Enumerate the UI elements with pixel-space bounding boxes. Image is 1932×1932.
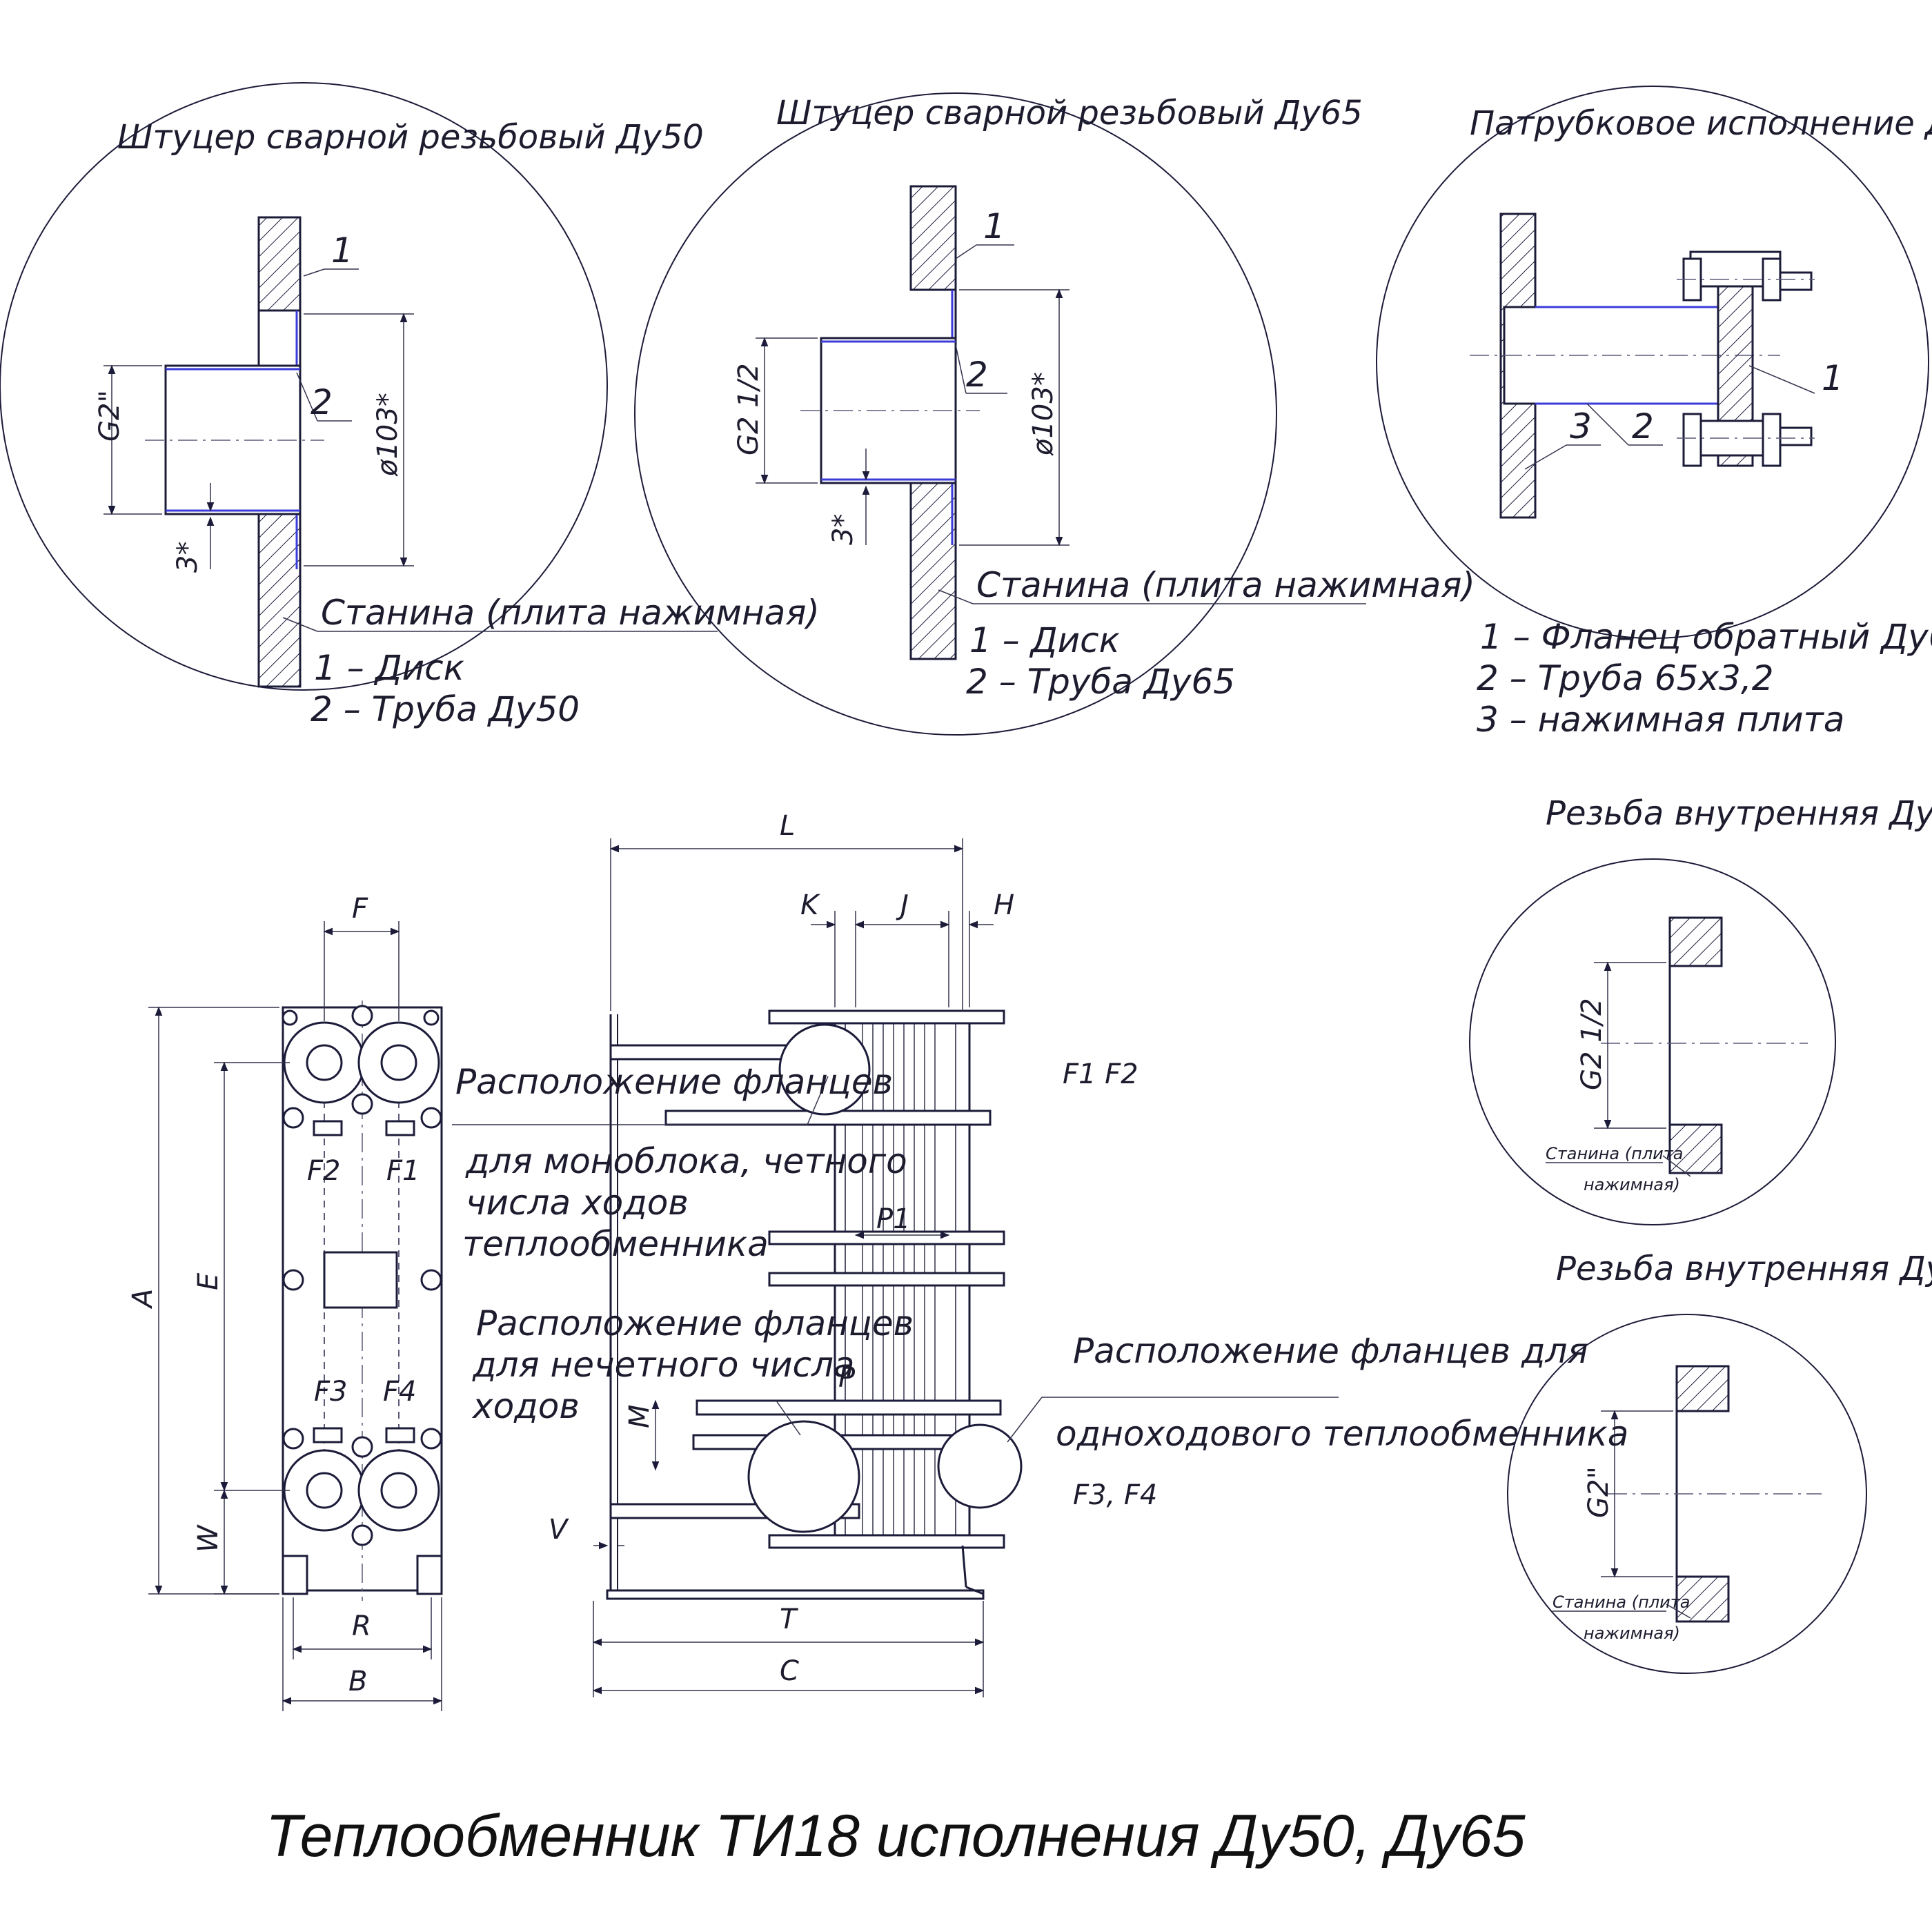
callout-2-b: 2 <box>966 355 988 395</box>
dim-T: T <box>780 1604 799 1635</box>
detail-du50-title: Штуцер сварной резьбовый Ду50 <box>117 118 704 157</box>
label-frame-50b: нажимная) <box>1584 1624 1680 1643</box>
label-frame-65a: Станина (плита <box>1546 1144 1683 1163</box>
main-title: Теплообменник ТИ18 исполнения Ду50, Ду65 <box>266 1803 1526 1869</box>
legend-pressure-plate: 3 – нажимная плита <box>1477 700 1844 740</box>
dim-diameter-103-b: ø103* <box>1027 372 1059 456</box>
detail-thread50-title: Резьба внутренняя Ду50 <box>1556 1250 1932 1288</box>
note-single-1: Расположение фланцев для <box>1073 1331 1588 1371</box>
callout-2: 2 <box>310 382 333 422</box>
side-view: F1 F2 F3, F4 L K J H P1 M P V T C <box>452 810 1339 1697</box>
legend-disk: 1 – Диск <box>314 648 464 688</box>
detail-du50-circle <box>0 82 608 691</box>
note-mono-3: числа ходов <box>466 1183 689 1223</box>
frame-label-b: Станина (плита нажимная) <box>976 565 1475 605</box>
callout-flange: 1 <box>1822 358 1844 398</box>
detail-thread65-circle <box>1469 858 1836 1225</box>
callout-pipe: 2 <box>1632 406 1654 446</box>
note-odd-3: ходов <box>471 1386 580 1426</box>
note-single-2: одноходового теплообменника <box>1056 1414 1628 1454</box>
dim-W: W <box>193 1524 224 1552</box>
detail-thread50-circle <box>1507 1314 1867 1674</box>
callout-1: 1 <box>331 230 353 270</box>
port-label-top: F1 F2 <box>1063 1058 1138 1090</box>
dim-thread-g2: G2" <box>94 390 126 442</box>
dim-thread65: G2 1/2 <box>1576 998 1608 1090</box>
detail-nozzle: Патрубковое исполнение Ду65 1 2 3 1 – Фл… <box>1376 86 1932 740</box>
dim-P: P <box>838 1362 856 1394</box>
dim-V: V <box>549 1514 569 1546</box>
detail-thread65: Резьба внутренняя Ду65 G2 1/2 Станина (п… <box>1469 794 1932 1225</box>
dim-diameter-103: ø103* <box>372 393 404 477</box>
label-frame-50a: Станина (плита <box>1552 1593 1690 1612</box>
dim-A: A <box>127 1289 159 1310</box>
callout-1-b: 1 <box>983 206 1005 246</box>
dim-R: R <box>352 1610 371 1642</box>
frame-label: Станина (плита нажимная) <box>321 593 820 633</box>
dim-J: J <box>896 889 909 921</box>
legend-pipe-b: 2 – Труба Ду65 <box>966 662 1235 702</box>
dim-thread50: G2" <box>1583 1466 1615 1518</box>
note-mono-4: теплообменника <box>462 1224 769 1264</box>
detail-du65: Штуцер сварной резьбовый Ду65 G2 1/2 ø10… <box>634 92 1475 736</box>
dim-C: C <box>780 1655 799 1687</box>
label-frame-65b: нажимная) <box>1584 1175 1680 1194</box>
note-mono-2: для моноблока, четного <box>465 1141 907 1181</box>
dim-wall-3-b: 3* <box>827 514 859 545</box>
dim-P1: P1 <box>876 1203 911 1235</box>
note-odd-2: для нечетного числа <box>472 1345 855 1385</box>
detail-thread50: Резьба внутренняя Ду50 G2" Станина (плит… <box>1507 1250 1932 1674</box>
notes: Расположение фланцев для моноблока, четн… <box>455 1062 1628 1454</box>
dim-H: H <box>994 889 1014 921</box>
front-view: F2 F1 F3 F4 F A E W R B <box>127 893 443 1711</box>
detail-thread65-title: Резьба внутренняя Ду65 <box>1546 794 1932 833</box>
detail-nozzle-circle <box>1376 86 1929 639</box>
dim-F: F <box>352 893 368 925</box>
dim-B: B <box>348 1666 367 1697</box>
legend-disk-b: 1 – Диск <box>969 620 1120 660</box>
legend-flange: 1 – Фланец обратный Ду65 <box>1480 617 1932 657</box>
port-F4: F4 <box>383 1376 416 1408</box>
legend-pipe: 2 – Труба Ду50 <box>310 689 580 729</box>
dim-wall-3: 3* <box>172 542 204 573</box>
dim-L: L <box>780 810 795 842</box>
detail-nozzle-title: Патрубковое исполнение Ду65 <box>1470 104 1932 143</box>
port-F1: F1 <box>386 1155 420 1187</box>
detail-du65-title: Штуцер сварной резьбовый Ду65 <box>776 94 1363 132</box>
detail-du65-circle <box>634 92 1277 736</box>
detail-du50: Штуцер сварной резьбовый Ду50 G2" ø103* … <box>0 82 820 729</box>
dim-thread-g2-1-2: G2 1/2 <box>733 363 765 455</box>
port-label-bottom: F3, F4 <box>1073 1479 1157 1511</box>
port-F3: F3 <box>314 1376 347 1408</box>
callout-plate: 3 <box>1570 406 1592 446</box>
note-odd-1: Расположение фланцев <box>476 1303 914 1343</box>
dim-K: K <box>800 889 820 921</box>
dim-M: M <box>624 1404 656 1428</box>
legend-pipe-65: 2 – Труба 65x3,2 <box>1477 658 1774 698</box>
note-mono-1: Расположение фланцев <box>455 1062 893 1102</box>
port-F2: F2 <box>307 1155 340 1187</box>
dim-E: E <box>193 1272 224 1290</box>
